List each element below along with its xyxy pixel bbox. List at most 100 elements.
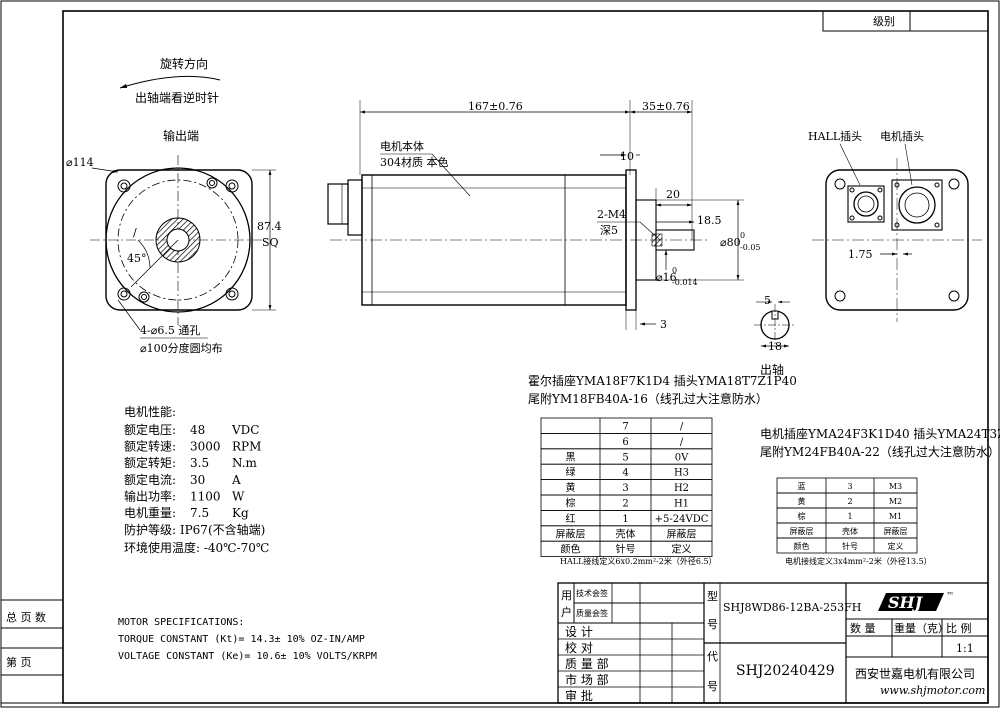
pcd-note: ⌀100分度圆均布 <box>140 341 223 355</box>
hall-table-footer: HALL接线定义6x0.2mm²-2米（外径6.5） <box>560 556 717 566</box>
logo-text: SHJ <box>888 593 924 612</box>
pilot-dia-sup: 0 <box>740 231 745 240</box>
spec-value: 1100 <box>190 489 221 503</box>
table-cell: 棕 <box>798 511 806 521</box>
table-cell: H3 <box>674 468 689 479</box>
code-char2: 号 <box>707 680 718 693</box>
temperature-row: 环境使用温度: -40℃-70℃ <box>124 540 269 555</box>
table-cell: 黄 <box>798 496 806 506</box>
scale-value: 1:1 <box>956 642 974 655</box>
motor-plug-label: 电机插头 <box>880 129 924 143</box>
page-label: 第 页 <box>6 655 32 669</box>
table-row: 屏蔽层 壳体 屏蔽层 <box>776 522 918 539</box>
company-name: 西安世嘉电机有限公司 <box>855 666 975 681</box>
company-logo: SHJ ™ <box>878 591 954 612</box>
specs-en-title: MOTOR SPECIFICATIONS: <box>118 617 244 628</box>
table-cell: 3 <box>622 483 628 494</box>
table-row: 屏蔽层壳体屏蔽层 <box>540 525 713 542</box>
grade-box: 级别 <box>822 10 989 32</box>
spec-unit: W <box>232 489 245 503</box>
dim-35: 35±0.76 <box>642 100 690 113</box>
table-cell: 颜色 <box>561 543 581 556</box>
code-char1: 代 <box>707 650 718 663</box>
quality-sign: 质量会签 <box>576 608 608 618</box>
table-cell: 5 <box>622 452 628 463</box>
dim-10: 10 <box>620 150 634 163</box>
table-cell: 壳体 <box>616 527 636 540</box>
table-cell: 针号 <box>842 541 858 551</box>
scale-label: 比 例 <box>946 621 972 635</box>
table-row: 颜色针号定义 <box>776 537 918 554</box>
hall-title-line1: 霍尔插座YMA18F7K1D4 插头YMA18T7Z1P40 <box>528 373 797 388</box>
dim-18: 18 <box>768 340 782 353</box>
table-row: 6/ <box>540 432 713 450</box>
user-char2: 户 <box>561 605 572 619</box>
side-strip: 总 页 数 第 页 <box>0 599 64 704</box>
title-block: 用 户 技术会签 质量会签 设 计 校 对 质 量 部 市 场 部 审 批 型 … <box>557 582 989 704</box>
table-cell: +5-24VDC <box>655 514 709 525</box>
table-cell: M3 <box>889 482 902 491</box>
front-view: 167±0.76 35±0.76 电机本体 304材质 本色 10 20 <box>327 100 761 331</box>
website: www.shjmotor.com <box>880 684 985 697</box>
pilot-dia-sub: -0.05 <box>740 243 761 252</box>
table-cell: 3 <box>847 482 852 491</box>
table-cell: 4 <box>622 468 628 479</box>
shaft-caption: 出轴 <box>760 362 784 377</box>
hall-title-line2: 尾附YM18FB40A-16（线孔过大注意防水） <box>528 391 768 406</box>
pilot-dia: ⌀80 <box>720 236 741 249</box>
rear-connector <box>327 183 349 225</box>
weight-label: 重量（克） <box>894 621 949 635</box>
mounting-holes <box>117 177 239 303</box>
rotation-title: 旋转方向 <box>160 56 208 71</box>
user-char1: 用 <box>561 589 572 602</box>
table-cell: 屏蔽层 <box>884 526 908 536</box>
spec-label: 电机重量: <box>124 506 176 520</box>
table-cell: 6 <box>622 437 628 448</box>
table-cell: M2 <box>889 497 902 506</box>
table-cell: 屏蔽层 <box>790 526 814 536</box>
table-row: 颜色针号定义 <box>540 540 713 558</box>
angle-label: 45° <box>127 252 147 265</box>
table-cell: 壳体 <box>842 526 858 536</box>
table-row: 棕 1 M1 <box>776 507 918 524</box>
spec-unit: N.m <box>232 456 258 470</box>
tech-sign: 技术会签 <box>576 588 608 598</box>
protection-row: 防护等级: IP67(不含轴端) <box>124 522 265 537</box>
hall-socket <box>847 185 885 223</box>
table-cell: 2 <box>622 499 628 510</box>
table-cell: 1 <box>622 514 628 525</box>
spec-label: 额定电压: <box>124 422 176 437</box>
shaft-section-view: 5 18 出轴 <box>754 294 796 377</box>
dim-3: 3 <box>660 318 667 331</box>
specs-en: MOTOR SPECIFICATIONS: TORQUE CONSTANT (K… <box>118 617 377 662</box>
table-cell: 1 <box>847 512 852 521</box>
table-cell: 红 <box>566 512 576 525</box>
spec-unit: A <box>231 473 241 487</box>
holes-note: 4-⌀6.5 通孔 <box>140 324 200 337</box>
shaft-dia-sup: 0 <box>672 266 677 275</box>
motor-title-line1: 电机插座YMA24F3K1D40 插头YMA24T3Z1P40 <box>760 426 1000 441</box>
design-label: 设 计 <box>565 625 593 639</box>
spec-label: 额定转速: <box>124 439 176 454</box>
quality-dept-label: 质 量 部 <box>565 656 609 671</box>
motor-socket <box>891 179 943 231</box>
table-cell: M1 <box>889 512 902 521</box>
rear-view: HALL插头 电机插头 1.75 <box>808 129 982 322</box>
spec-value: 3000 <box>190 440 221 454</box>
table-cell: 7 <box>622 422 628 433</box>
logo-tm: ™ <box>946 591 954 600</box>
model-value: SHJ8WD86-12BA-253FH <box>723 601 861 614</box>
table-cell: 定义 <box>672 543 692 556</box>
